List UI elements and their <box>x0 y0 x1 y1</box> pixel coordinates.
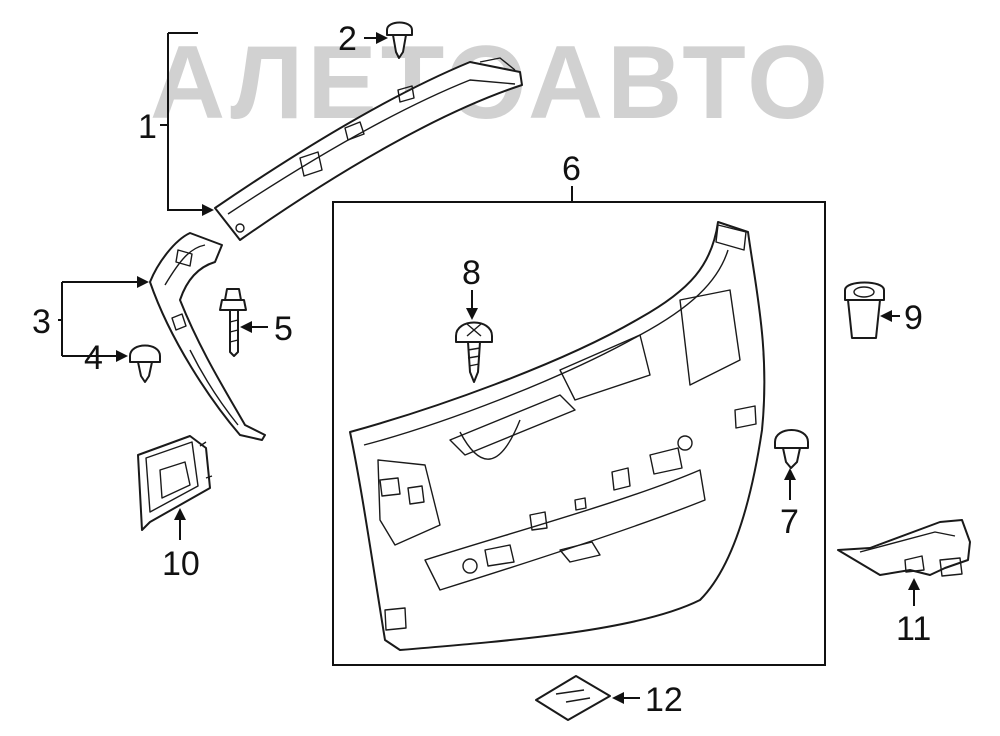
callout-2: 2 <box>338 20 357 58</box>
part-5-bolt <box>219 288 247 357</box>
part-12-pad <box>535 675 611 721</box>
leader-1 <box>167 33 205 211</box>
callout-7: 7 <box>780 503 799 541</box>
part-8-screw <box>455 321 493 383</box>
part-1-upper-trim-panel <box>214 57 523 241</box>
part-11-bracket <box>837 519 971 577</box>
callout-10: 10 <box>162 545 200 583</box>
part-6-group-frame <box>332 201 826 666</box>
callout-6: 6 <box>562 150 581 188</box>
callout-9: 9 <box>904 299 923 337</box>
callout-1: 1 <box>138 108 157 146</box>
callout-3: 3 <box>32 303 51 341</box>
part-3-pillar-trim <box>149 232 266 441</box>
leader-lines <box>58 32 920 704</box>
callout-4: 4 <box>84 339 103 377</box>
part-6-liftgate-trim-panel <box>349 221 766 651</box>
callout-12: 12 <box>645 681 683 719</box>
part-9-nut-insert <box>844 281 885 339</box>
part-10-bracket <box>137 435 213 531</box>
part-4-clip <box>129 344 161 383</box>
callout-5: 5 <box>274 310 293 348</box>
callout-8: 8 <box>462 254 481 292</box>
callout-11: 11 <box>896 610 931 648</box>
callout-labels: 2 1 6 8 3 5 9 4 7 10 11 12 <box>32 20 931 719</box>
part-7-clip <box>774 429 809 469</box>
part-2-clip <box>386 21 413 59</box>
leader-3 <box>58 281 140 356</box>
